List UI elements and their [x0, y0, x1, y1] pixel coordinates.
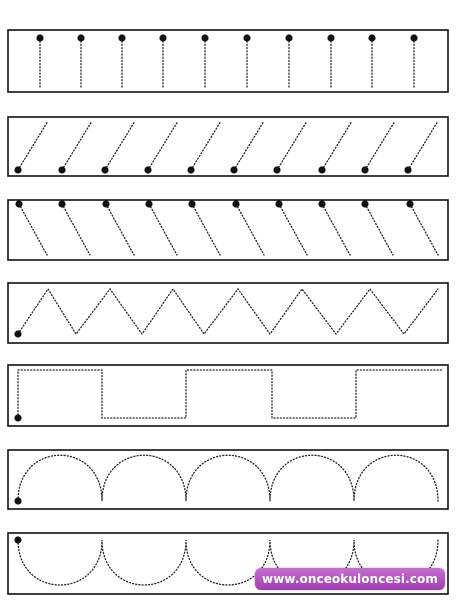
start-dots — [14, 166, 412, 174]
row-frame — [7, 449, 449, 510]
start-dots — [15, 200, 414, 208]
row-frame — [7, 364, 449, 427]
start-dots — [36, 34, 418, 42]
row-arches — [7, 449, 449, 510]
start-dot — [14, 414, 22, 422]
start-dot — [14, 330, 22, 338]
row-vertical-lines — [7, 29, 449, 93]
back-slash-traces — [18, 203, 439, 256]
row-back-slashes — [7, 199, 449, 261]
square-wave-trace — [17, 369, 443, 419]
forward-slash-traces — [17, 120, 439, 171]
start-dot — [14, 536, 22, 544]
arches-trace — [17, 454, 439, 502]
row-frame — [7, 199, 449, 261]
row-cups — [7, 532, 449, 595]
row-square-wave — [7, 364, 449, 427]
watermark-text: www.onceokuloncesi.com — [262, 572, 438, 586]
start-dot — [14, 497, 22, 505]
row-frame — [7, 282, 449, 344]
row-frame — [7, 29, 449, 93]
row-zigzag — [7, 282, 449, 344]
zigzag-trace — [17, 287, 439, 336]
cups-trace — [17, 539, 439, 586]
row-frame — [7, 116, 449, 177]
vertical-line-traces — [39, 37, 415, 89]
watermark-badge: www.onceokuloncesi.com — [255, 568, 445, 590]
row-frame — [7, 532, 449, 595]
row-forward-slashes — [7, 116, 449, 177]
